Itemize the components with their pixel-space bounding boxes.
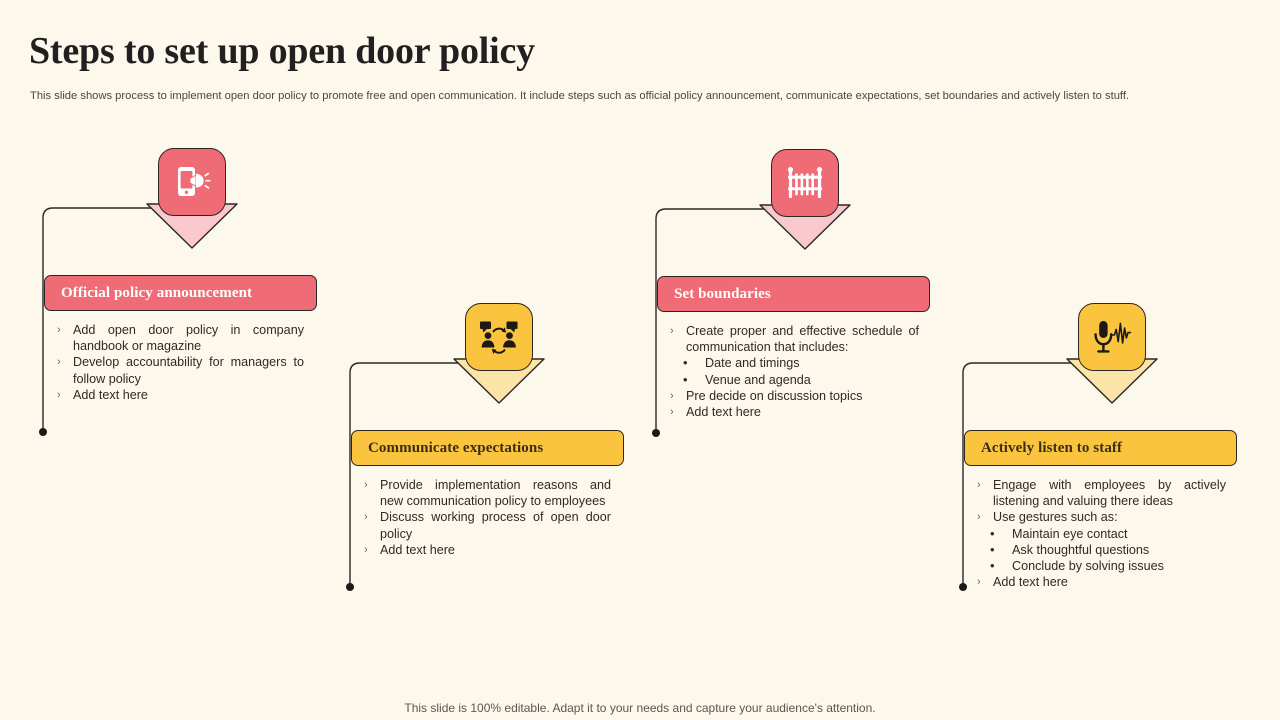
bullet-text: Engage with employees by actively listen… [993, 478, 1226, 509]
bullet-marker: • [990, 525, 995, 541]
step-title-label: Official policy announcement [61, 284, 253, 301]
bullet-marker: › [364, 479, 368, 491]
bullet-text: Pre decide on discussion topics [686, 388, 863, 403]
list-item: › Use gestures such as: [976, 509, 1226, 525]
microphone-waveform-icon [1094, 321, 1132, 353]
step-title-label: Set boundaries [674, 285, 771, 302]
list-item: › Add open door policy in company handbo… [56, 322, 304, 354]
bullet-marker: • [683, 371, 688, 387]
bullet-text: Add open door policy in company handbook… [73, 323, 304, 354]
step-title-bar-3[interactable]: Set boundaries [657, 276, 930, 312]
bullet-marker: › [57, 388, 61, 401]
page-title: Steps to set up open door policy [29, 30, 535, 72]
step-bullets-2: › Provide implementation reasons and new… [363, 477, 611, 558]
bullet-text: Add text here [686, 405, 761, 420]
step-icon-smartphone-megaphone [158, 148, 226, 216]
list-item: › Engage with employees by actively list… [976, 477, 1226, 509]
bullet-marker: › [670, 389, 674, 402]
bullet-text: Date and timings [705, 356, 800, 371]
bullet-marker: • [683, 355, 688, 371]
list-item: • Date and timings [669, 355, 919, 371]
bullet-marker: › [364, 511, 368, 524]
step-bullets-4: › Engage with employees by actively list… [976, 477, 1226, 590]
page-subtitle: This slide shows process to implement op… [30, 90, 1130, 102]
bullet-text: Create proper and effective schedule of … [686, 324, 919, 355]
smartphone-megaphone-icon [178, 167, 211, 196]
step-bullets-1: › Add open door policy in company handbo… [56, 322, 304, 403]
list-item: › Discuss working process of open door p… [363, 509, 611, 541]
bullet-marker: • [990, 558, 995, 574]
list-item: • Maintain eye contact [976, 526, 1226, 542]
step-bullets-3: › Create proper and effective schedule o… [669, 323, 919, 420]
step-communicate-expectations: Communicate expectations › Provide imple… [307, 155, 647, 605]
bullet-marker: › [670, 406, 674, 419]
list-item: › Pre decide on discussion topics [669, 388, 919, 404]
bullet-marker: › [364, 543, 368, 556]
bullet-text: Maintain eye contact [1012, 526, 1128, 541]
step-set-boundaries: Set boundaries › Create proper and effec… [613, 1, 953, 451]
step-actively-listen-to-staff: Actively listen to staff › Engage with e… [920, 155, 1260, 605]
list-item: • Venue and agenda [669, 372, 919, 388]
list-item: › Add text here [363, 542, 611, 558]
bullet-text: Provide implementation reasons and new c… [380, 478, 611, 509]
bullet-marker: › [977, 479, 981, 491]
step-title-bar-4[interactable]: Actively listen to staff [964, 430, 1237, 466]
list-item: • Conclude by solving issues [976, 558, 1226, 574]
bullet-text: Develop accountability for managers to f… [73, 355, 304, 386]
step-title-bar-2[interactable]: Communicate expectations [351, 430, 624, 466]
bullet-marker: › [977, 511, 981, 524]
step-icon-fence [771, 149, 839, 217]
people-conversation-icon [480, 321, 518, 354]
step-title-bar-1[interactable]: Official policy announcement [44, 275, 317, 311]
bullet-text: Use gestures such as: [993, 510, 1118, 525]
step-official-policy-announcement: Official policy announcement › Add open … [0, 0, 340, 450]
step-icon-people-conversation [465, 303, 533, 371]
step-title-label: Actively listen to staff [981, 439, 1123, 456]
list-item: › Add text here [976, 574, 1226, 590]
step-title-label: Communicate expectations [368, 439, 544, 456]
bullet-text: Venue and agenda [705, 372, 811, 387]
fence-icon [787, 167, 823, 198]
bullet-marker: › [670, 325, 674, 337]
bullet-marker: › [57, 324, 61, 336]
list-item: › Develop accountability for managers to… [56, 354, 304, 386]
step-icon-microphone-waveform [1078, 303, 1146, 371]
bullet-marker: › [977, 576, 981, 589]
list-item: › Provide implementation reasons and new… [363, 477, 611, 509]
bullet-text: Add text here [73, 387, 148, 402]
list-item: › Add text here [56, 387, 304, 403]
bullet-marker: › [57, 356, 61, 369]
list-item: › Add text here [669, 404, 919, 420]
list-item: • Ask thoughtful questions [976, 542, 1226, 558]
bullet-text: Add text here [993, 575, 1068, 590]
bullet-text: Discuss working process of open door pol… [380, 510, 611, 541]
bullet-text: Conclude by solving issues [1012, 559, 1164, 574]
bullet-text: Add text here [380, 542, 455, 557]
bullet-text: Ask thoughtful questions [1012, 542, 1150, 557]
list-item: › Create proper and effective schedule o… [669, 323, 919, 355]
footer-note: This slide is 100% editable. Adapt it to… [404, 701, 876, 715]
bullet-marker: • [990, 541, 995, 557]
